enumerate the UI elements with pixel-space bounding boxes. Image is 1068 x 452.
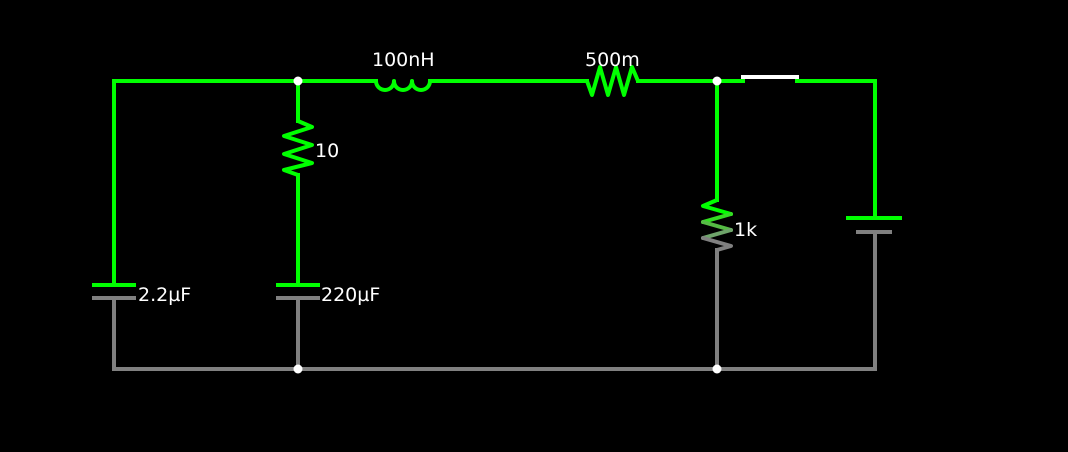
resistor-r1[interactable]: 10 <box>282 119 339 177</box>
capacitor-c2[interactable]: 220µF <box>276 283 380 306</box>
voltage-source-v1[interactable] <box>846 216 902 234</box>
junction-node[interactable] <box>293 364 303 374</box>
wire-ground-rail[interactable] <box>112 230 877 371</box>
resistor-r2[interactable]: 500m <box>585 49 640 97</box>
resistor-r3-segment-3 <box>701 220 733 232</box>
resistor-r1-zigzag <box>282 119 314 177</box>
junction-node[interactable] <box>712 364 722 374</box>
capacitor-c2-label: 220µF <box>321 284 380 306</box>
resistor-r2-zigzag <box>585 65 640 97</box>
live-wires <box>112 79 877 287</box>
resistor-r3-segment-1 <box>701 198 733 216</box>
resistor-r3[interactable]: 1k <box>701 198 757 252</box>
inductor-l1[interactable]: 100nH <box>372 49 435 92</box>
inductor-l1-label: 100nH <box>372 49 435 71</box>
junction-nodes <box>293 76 722 374</box>
junction-node[interactable] <box>293 76 303 86</box>
capacitor-c1-label: 2.2µF <box>138 284 191 306</box>
resistor-r1-label: 10 <box>315 140 339 162</box>
resistor-r2-label: 500m <box>585 49 640 71</box>
wire-c1-top[interactable] <box>112 79 300 287</box>
inductor-l1-coil <box>374 79 432 92</box>
ground-wires <box>112 230 877 371</box>
resistor-r3-segment-2 <box>701 212 733 224</box>
junction-node[interactable] <box>712 76 722 86</box>
wire-switch-to-source[interactable] <box>795 79 877 220</box>
capacitor-c1[interactable]: 2.2µF <box>92 283 191 306</box>
resistor-r3-label: 1k <box>734 219 757 241</box>
resistor-r3-segment-5 <box>701 236 733 252</box>
resistor-r3-segment-4 <box>701 228 733 240</box>
